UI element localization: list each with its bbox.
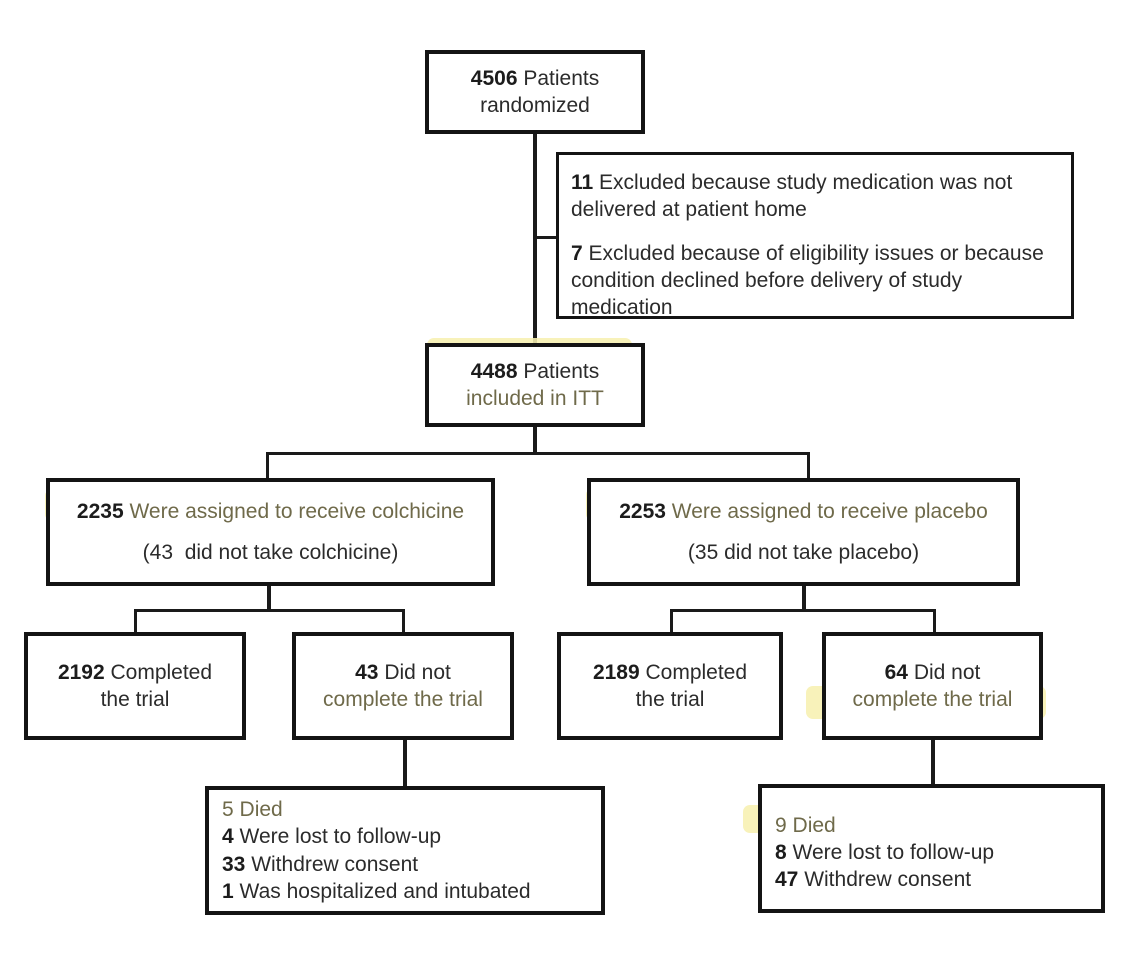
connector-colchicine-down [267,585,271,611]
placebo-reason-count: 9 [775,813,787,837]
connector-to-colchicine-reasons [403,739,407,787]
connector-to-placebo-not-completed [933,609,936,633]
connector-to-exclusions [533,236,559,239]
colchicine-not-completed-count: 43 [355,660,379,684]
colchicine-reason-count: 4 [222,825,234,849]
connector-arm-split-bar [266,452,810,455]
placebo-alloc-line1-rest: Were assigned to receive placebo [665,499,988,523]
colchicine-reason-row: 33 Withdrew consent [222,851,418,878]
itt-line2: included in ITT [466,387,604,410]
connector-to-placebo-completed [670,609,673,633]
excluded-item-1: 11 Excluded because study medication was… [571,169,1057,224]
node-placebo-not-completed: 64 Did not complete the trial [822,632,1043,740]
colchicine-reason-text: Were lost to follow-up [233,825,442,849]
placebo-alloc-line2: (35 did not take placebo) [687,541,920,564]
placebo-completed-line1-rest: Completed [639,660,748,684]
placebo-completed-line1: 2189 Completed [593,659,747,686]
node-colchicine-allocation: 2235 Were assigned to receive colchicine… [46,478,495,586]
colchicine-reason-count: 1 [222,879,234,903]
placebo-not-completed-line1: 64 Did not [885,659,981,686]
connector-to-colchicine-completed [134,609,137,633]
placebo-reason-count: 47 [775,868,799,892]
placebo-completed-line2: the trial [635,688,705,711]
node-colchicine-not-completed: 43 Did not complete the trial [292,632,514,740]
node-placebo-reasons: 9 Died 8 Were lost to follow-up 47 Withd… [758,784,1105,913]
placebo-not-completed-count: 64 [884,660,908,684]
connector-to-placebo-reasons [931,739,935,787]
placebo-reason-text: Died [786,813,836,837]
connector-to-colchicine-arm [266,452,269,480]
randomized-count: 4506 [470,66,518,90]
colchicine-not-completed-line1: 43 Did not [355,659,451,686]
colchicine-not-completed-line2: complete the trial [323,688,483,711]
placebo-reason-count: 8 [775,840,787,864]
placebo-completed-count: 2189 [592,660,640,684]
node-colchicine-reasons: 5 Died 4 Were lost to follow-up 33 Withd… [205,786,605,915]
connector-placebo-down [802,585,806,611]
colchicine-reason-row: 4 Were lost to follow-up [222,823,441,850]
placebo-alloc-line1: 2253 Were assigned to receive placebo [619,498,988,525]
colchicine-alloc-line2: (43 did not take colchicine) [142,541,399,564]
colchicine-reason-row: 1 Was hospitalized and intubated [222,878,531,905]
node-colchicine-completed: 2192 Completed the trial [24,632,246,740]
excluded-item-2-text: Excluded because of eligibility issues o… [571,241,1044,320]
randomized-line1-rest: Patients [517,66,600,90]
colchicine-alloc-line1-rest: Were assigned to receive colchicine [123,499,465,523]
connector-to-placebo-arm [807,452,810,480]
randomized-line2: randomized [480,94,590,117]
colchicine-completed-line1-rest: Completed [104,660,213,684]
placebo-reason-row: 8 Were lost to follow-up [775,839,994,866]
node-excluded: 11 Excluded because study medication was… [556,152,1074,319]
placebo-reason-text: Were lost to follow-up [786,840,995,864]
itt-count: 4488 [470,359,518,383]
colchicine-alloc-line1: 2235 Were assigned to receive colchicine [77,498,464,525]
colchicine-reason-row: 5 Died [222,796,283,823]
colchicine-reason-text: Was hospitalized and intubated [233,879,531,903]
connector-colchicine-split-bar [134,609,405,612]
excluded-item-1-count: 11 [571,171,594,194]
colchicine-alloc-count: 2235 [76,499,124,523]
colchicine-not-completed-line1-rest: Did not [378,660,451,684]
colchicine-reason-count: 5 [222,797,234,821]
itt-line1-rest: Patients [517,359,600,383]
itt-line1: 4488 Patients [471,358,599,385]
colchicine-completed-line1: 2192 Completed [58,659,212,686]
placebo-not-completed-line1-rest: Did not [907,660,981,684]
placebo-reason-row: 47 Withdrew consent [775,866,971,893]
colchicine-reason-text: Died [233,797,283,821]
colchicine-completed-count: 2192 [57,660,105,684]
node-placebo-completed: 2189 Completed the trial [557,632,783,740]
placebo-reason-row: 9 Died [775,812,836,839]
excluded-item-2-count: 7 [571,241,583,265]
excluded-item-2: 7 Excluded because of eligibility issues… [571,240,1057,322]
connector-itt-down [533,426,537,454]
colchicine-reason-count: 33 [222,852,246,876]
colchicine-completed-line2: the trial [100,688,170,711]
connector-placebo-split-bar [670,609,936,612]
node-itt: 4488 Patients included in ITT [425,343,645,427]
connector-to-colchicine-not-completed [402,609,405,633]
placebo-alloc-count: 2253 [619,499,666,523]
placebo-not-completed-line2: complete the trial [852,688,1013,711]
node-placebo-allocation: 2253 Were assigned to receive placebo (3… [587,478,1020,586]
excluded-item-1-text: Excluded because study medication was no… [571,171,1013,222]
randomized-line1: 4506 Patients [471,65,599,92]
node-randomized: 4506 Patients randomized [425,50,645,134]
colchicine-reason-text: Withdrew consent [245,852,419,876]
placebo-reason-text: Withdrew consent [798,868,972,892]
